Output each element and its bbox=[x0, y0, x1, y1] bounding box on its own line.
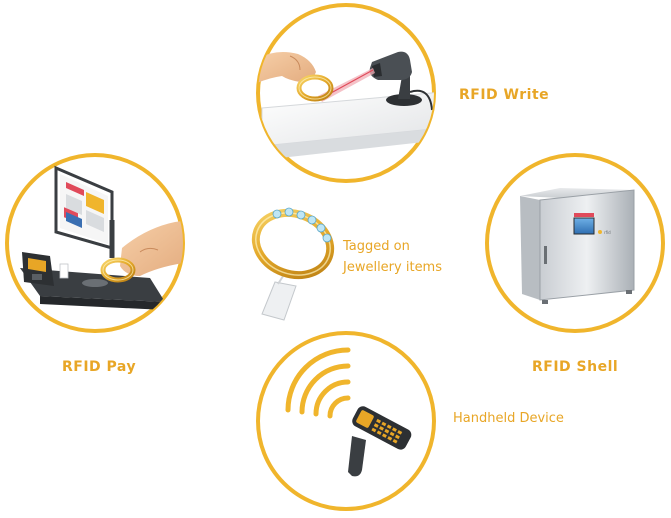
node-shell-label: RFID Shell bbox=[532, 359, 618, 375]
node-handheld-label: Handheld Device bbox=[453, 411, 564, 426]
center-caption-line2: Jewellery items bbox=[342, 260, 442, 275]
rfid-cabinet-icon: rfid bbox=[520, 188, 635, 304]
signal-waves-icon bbox=[285, 347, 351, 419]
center-caption-line1: Tagged on bbox=[342, 239, 410, 254]
handheld-rfid-reader-icon bbox=[285, 347, 412, 477]
node-pay-label: RFID Pay bbox=[62, 359, 136, 375]
node-rfid-pay bbox=[5, 153, 185, 333]
node-handheld-device bbox=[256, 331, 436, 511]
tagged-ring-icon bbox=[251, 207, 335, 321]
node-rfid-shell: rfid bbox=[485, 153, 665, 333]
node-handheld-ring bbox=[256, 331, 436, 511]
node-rfid-write bbox=[256, 3, 436, 183]
svg-text:rfid: rfid bbox=[604, 230, 611, 235]
pos-terminal-icon bbox=[20, 165, 183, 310]
node-write-label: RFID Write bbox=[459, 87, 549, 103]
